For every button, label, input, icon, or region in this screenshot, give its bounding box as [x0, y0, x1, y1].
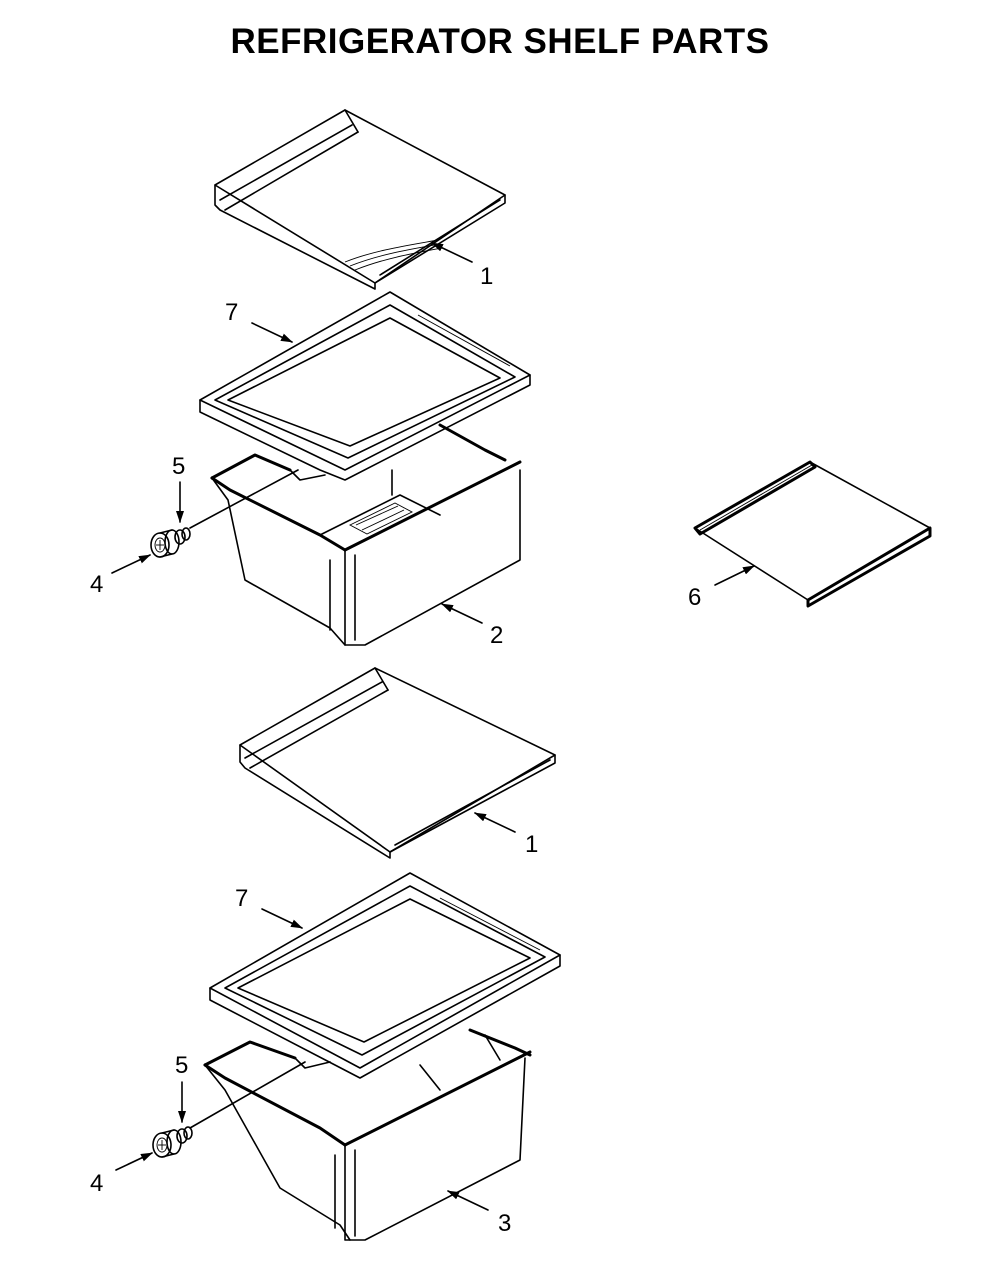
- crisper-drawer-lower: [203, 1028, 532, 1241]
- leader-arrow-cover-lower: [261, 908, 303, 929]
- leader-arrow-shelf-side: [714, 565, 755, 586]
- callout-screw-lower: 5: [175, 1052, 188, 1079]
- leader-arrow-crisper-upper: [441, 603, 483, 624]
- screw-lower: [176, 1126, 193, 1144]
- knob-lower: [152, 1129, 182, 1158]
- page-title: REFRIGERATOR SHELF PARTS: [230, 22, 770, 61]
- callout-shelf-lower: 1: [525, 831, 538, 858]
- knob-upper: [150, 529, 180, 558]
- leader-arrow-shelf-lower: [474, 812, 516, 833]
- callout-cover-upper: 7: [225, 299, 238, 326]
- callout-shelf-side: 6: [688, 584, 701, 611]
- leader-arrow-shelf-upper: [431, 242, 473, 263]
- callout-shelf-upper: 1: [480, 263, 493, 290]
- glass-shelf-side: [693, 460, 932, 608]
- callout-crisper-upper: 2: [490, 622, 503, 649]
- glass-shelf-upper: [214, 109, 506, 290]
- leader-arrow-cover-upper: [251, 322, 293, 343]
- crisper-cover-lower: [209, 872, 561, 1079]
- callout-cover-lower: 7: [235, 885, 248, 912]
- leader-arrows: [111, 242, 755, 1211]
- leader-arrow-crisper-lower: [447, 1190, 489, 1211]
- callout-crisper-lower: 3: [498, 1210, 511, 1237]
- callout-screw-upper: 5: [172, 453, 185, 480]
- crisper-cover-upper: [199, 291, 531, 481]
- leader-arrow-knob-lower: [115, 1152, 153, 1171]
- leader-arrow-knob-upper: [111, 554, 151, 574]
- crisper-drawer-upper: [210, 423, 522, 646]
- callout-knob-lower: 4: [90, 1170, 103, 1197]
- screw-upper: [174, 527, 191, 545]
- mounting-line-lower: [189, 1061, 306, 1129]
- mounting-line-upper: [189, 469, 299, 529]
- glass-shelf-lower: [239, 667, 556, 859]
- callout-knob-upper: 4: [90, 571, 103, 598]
